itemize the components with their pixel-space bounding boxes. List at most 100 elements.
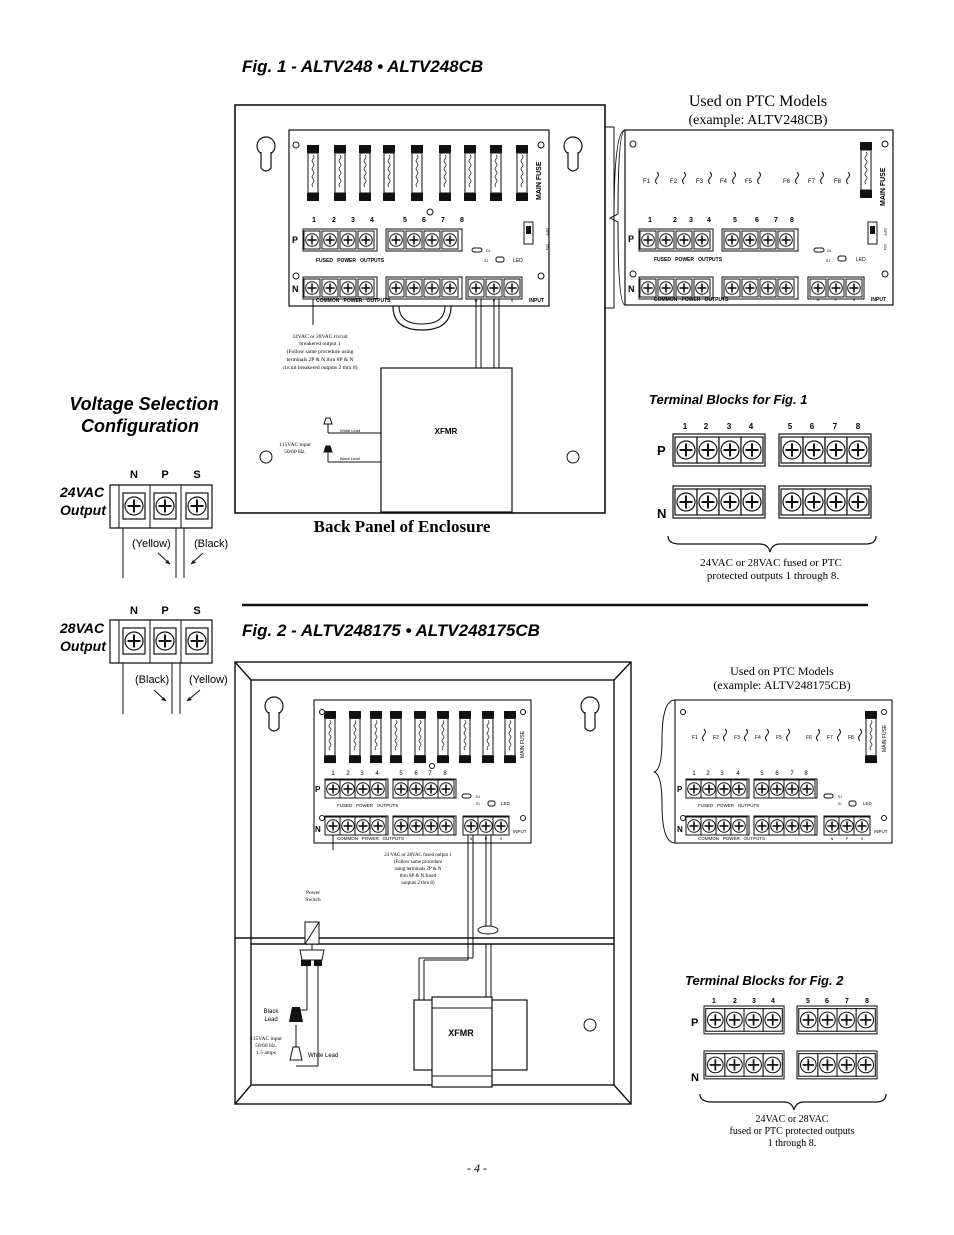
fig1-d1: D1: [486, 249, 491, 253]
fig1-power-board: MAIN FUSE 1 2 3 4 5 6 7 8 P FUSED POWER …: [288, 129, 550, 307]
voltage-28vac: 28VAC Output N P S (Black) (Yellow): [59, 605, 228, 714]
svg-text:F8: F8: [834, 179, 842, 185]
svg-text:(Yellow): (Yellow): [189, 674, 228, 686]
svg-text:N: N: [130, 605, 138, 617]
svg-text:F6: F6: [783, 179, 791, 185]
svg-text:F2: F2: [713, 735, 719, 741]
svg-text:LED: LED: [501, 801, 511, 806]
svg-text:6: 6: [810, 422, 815, 431]
fig2-input-note-1: 115VAC input: [250, 1036, 282, 1042]
fig2-ptc-example: (example: ALTV248175CB): [713, 678, 850, 692]
fig2-input-note-3: 1.5 amps: [256, 1050, 276, 1056]
svg-text:S: S: [861, 837, 864, 841]
svg-text:8: 8: [865, 998, 869, 1005]
fig1-row-p: P: [292, 235, 298, 245]
fig2-terminal-title: Terminal Blocks for Fig. 2: [685, 973, 844, 988]
fig2-transformer: [413, 996, 528, 1088]
svg-text:breakered output 1: breakered output 1: [299, 341, 340, 347]
fig1-fused-label: FUSED POWER OUTPUTS: [316, 258, 385, 264]
svg-text:F8: F8: [848, 735, 854, 741]
fig2-power-switch-1: Power: [306, 890, 320, 896]
fig1-terminal-caption-2: protected outputs 1 through 8.: [707, 570, 840, 582]
fig1-input-label: INPUT: [529, 298, 544, 304]
svg-text:terminals 2P & N thru 8P & N: terminals 2P & N thru 8P & N: [287, 357, 354, 363]
svg-text:1: 1: [648, 217, 652, 224]
svg-text:LED: LED: [863, 801, 873, 806]
svg-text:FUSED POWER OUTPUTS: FUSED POWER OUTPUTS: [654, 257, 723, 263]
svg-text:N: N: [691, 1072, 699, 1084]
fig2-power-switch-2: Switch: [305, 897, 321, 903]
fig1-nps-s: S: [511, 298, 514, 303]
fig2-ptc-board: F1 F2 F3 F4 F5 F6 F7 F8 MAIN FUSE 1 2 3 …: [674, 699, 893, 844]
svg-text:4: 4: [771, 998, 775, 1005]
svg-text:5: 5: [733, 217, 737, 224]
svg-text:7: 7: [790, 771, 794, 777]
svg-text:S1: S1: [476, 802, 480, 806]
svg-text:P: P: [677, 785, 683, 794]
voltage-title-1: Voltage Selection: [69, 394, 218, 414]
fig1-input-note-2: 50/60 Hz.: [284, 449, 306, 455]
svg-text:P: P: [846, 837, 849, 841]
svg-text:3: 3: [720, 771, 724, 777]
svg-text:S1: S1: [838, 802, 842, 806]
svg-text:thru 8P & N fused: thru 8P & N fused: [400, 874, 437, 879]
fig1-num-6: 6: [422, 217, 426, 224]
fig2-ptc-title: Used on PTC Models: [730, 664, 834, 678]
svg-text:2: 2: [673, 217, 677, 224]
svg-text:N: N: [470, 837, 473, 841]
fig1-num-2: 2: [332, 217, 336, 224]
svg-text:1: 1: [331, 771, 335, 777]
fig1-transformer: [380, 367, 513, 513]
svg-text:OFF: OFF: [883, 228, 888, 237]
fig2-keyhole-left: [264, 696, 284, 732]
svg-text:24VAC or 28VAC circuit: 24VAC or 28VAC circuit: [292, 334, 348, 340]
fig1-title: Fig. 1 - ALTV248 • ALTV248CB: [242, 57, 483, 76]
fig1-num-4: 4: [370, 217, 374, 224]
svg-text:3: 3: [689, 217, 693, 224]
fig2-fused-note: 24 VAC or 28VAC fused output 1 (Follow s…: [384, 853, 452, 886]
fig1-input-note-1: 115VAC input: [279, 442, 311, 448]
svg-text:2: 2: [704, 422, 709, 431]
svg-text:5: 5: [760, 771, 764, 777]
svg-text:24VAC: 24VAC: [59, 484, 105, 500]
svg-text:P: P: [691, 1017, 698, 1029]
fig1-ptc-title: Used on PTC Models: [689, 93, 827, 110]
svg-text:S1: S1: [826, 259, 830, 263]
svg-text:6: 6: [775, 771, 779, 777]
svg-text:F7: F7: [827, 735, 833, 741]
fig1-mount-hole-right: [566, 450, 580, 464]
fig1-on: ON: [545, 244, 550, 250]
svg-text:D1: D1: [838, 795, 842, 799]
svg-text:F4: F4: [755, 735, 761, 741]
svg-text:7: 7: [774, 217, 778, 224]
svg-text:1: 1: [683, 422, 688, 431]
fig1-wires: [312, 299, 500, 463]
fig1-circuit-note: 24VAC or 28VAC circuit breakered output …: [283, 334, 358, 371]
svg-text:24 VAC or 28VAC fused output 1: 24 VAC or 28VAC fused output 1: [384, 853, 452, 858]
fig1-num-1: 1: [312, 217, 316, 224]
svg-text:F5: F5: [745, 179, 753, 185]
svg-text:FUSED POWER OUTPUTS: FUSED POWER OUTPUTS: [698, 803, 759, 808]
svg-text:3: 3: [360, 771, 364, 777]
svg-text:P: P: [835, 297, 838, 302]
svg-text:N: N: [817, 297, 820, 302]
fig1-ptc-example: (example: ALTV248CB): [688, 113, 827, 128]
fig1-s1: S1: [484, 259, 488, 263]
voltage-24vac: 24VAC Output N P S (Yellow) (Black): [59, 469, 228, 578]
fig1-main-fuse-label: MAIN FUSE: [536, 161, 543, 200]
fig1-back-panel-label: Back Panel of Enclosure: [314, 517, 491, 536]
svg-text:D1: D1: [476, 795, 480, 799]
fig1-terminal-blocks: 1 2 3 4 5 6 7 8 P N: [657, 422, 877, 553]
svg-text:F1: F1: [643, 179, 651, 185]
svg-text:8: 8: [856, 422, 861, 431]
svg-text:F2: F2: [670, 179, 678, 185]
svg-text:7: 7: [845, 998, 849, 1005]
svg-text:D1: D1: [827, 249, 832, 253]
svg-text:2: 2: [346, 771, 350, 777]
fig2-xfmr-label: XFMR: [448, 1028, 474, 1038]
svg-text:6: 6: [755, 217, 759, 224]
svg-text:N: N: [628, 284, 635, 294]
svg-text:N: N: [657, 506, 666, 521]
svg-text:N: N: [315, 825, 321, 834]
svg-text:COMMON POWER OUTPUTS: COMMON POWER OUTPUTS: [337, 836, 404, 841]
